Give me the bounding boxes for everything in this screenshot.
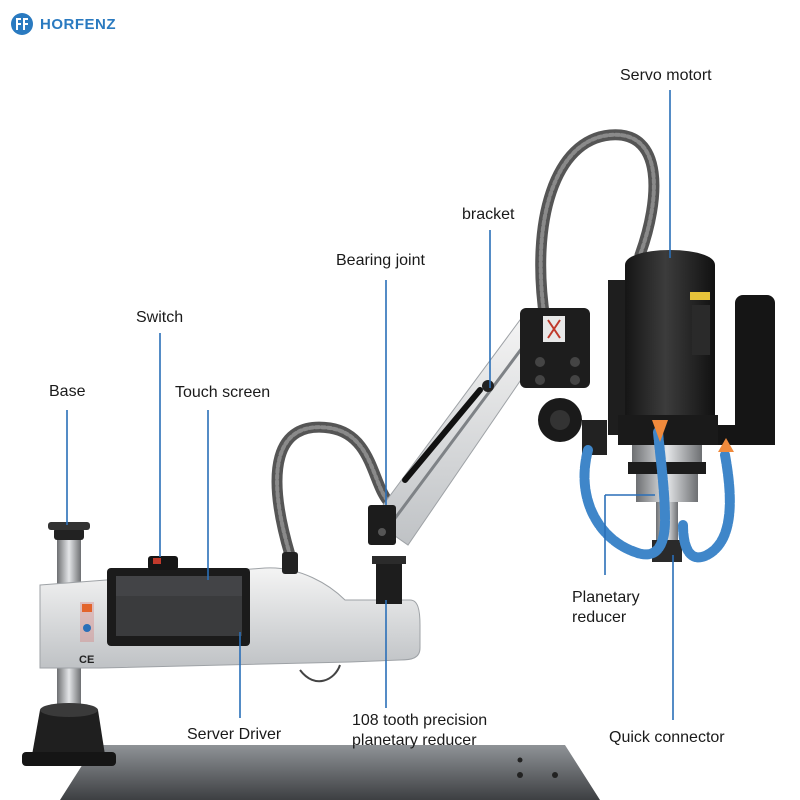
label-touch-screen: Touch screen [175,384,271,401]
label-bearing-joint: Bearing joint [336,252,425,269]
label-gear-reducer: 108 tooth precision planetary reducer [352,712,488,749]
label-switch: Switch [136,309,184,326]
label-base: Base [49,383,86,400]
coolant-hose [579,420,735,563]
base-column [22,522,116,766]
label-servo-motor: Servo motort [620,67,712,84]
label-server-driver: Server Driver [187,726,282,743]
power-switch [148,556,178,570]
brand-logo: HORFENZ [10,12,116,36]
label-planetary-reducer: Planetary reducer [572,589,640,626]
touch-screen-panel [107,568,250,646]
work-table [60,745,600,800]
label-quick-connector: Quick connector [609,729,725,746]
servo-motor [608,250,775,445]
pivot-column [372,556,406,604]
brand-logo-icon [11,13,33,35]
lower-arm [368,319,556,546]
label-bracket: bracket [462,206,515,223]
brand-name: HORFENZ [40,15,116,33]
elbow-bracket [520,308,607,455]
callout-leader-lines [66,90,674,720]
ce-mark: CE [79,654,95,666]
flex-hose [271,129,660,561]
